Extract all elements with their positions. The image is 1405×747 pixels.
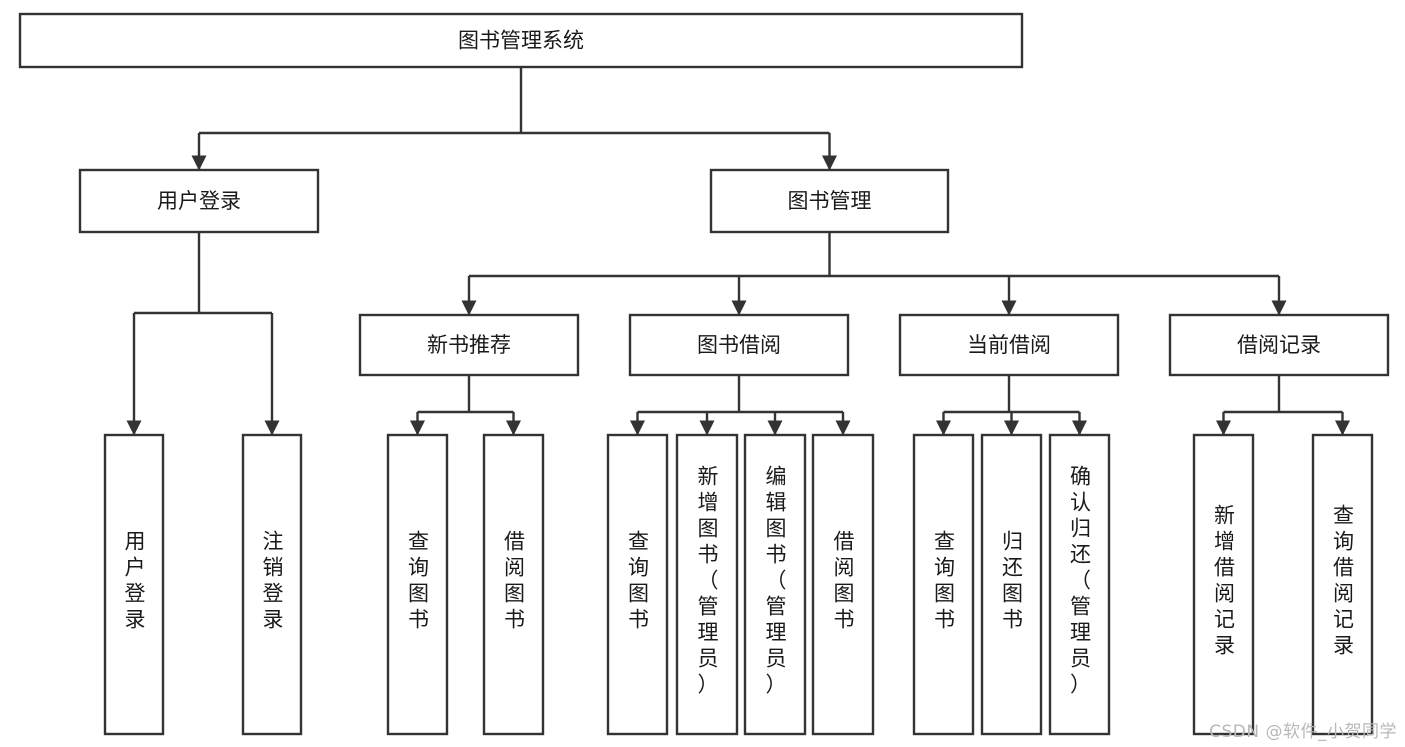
node-l3-0-label: 新书推荐 (427, 333, 511, 357)
node-leaf-0-label: 用户登录 (125, 530, 146, 632)
csdn-watermark: CSDN @软件_小贺同学 (1209, 722, 1397, 742)
node-leaf-8-rect (912, 433, 975, 736)
node-leaf-2-rect (386, 433, 449, 736)
node-leaf-12-label: 查询借阅记录 (1333, 504, 1354, 658)
node-leaf-4[interactable]: 查询图书 (606, 433, 669, 736)
node-leaf-5-label: 新增图书（管理员） (698, 465, 719, 697)
node-leaf-5[interactable]: 新增图书（管理员） (675, 433, 739, 736)
node-leaf-9[interactable]: 归还图书 (980, 433, 1043, 736)
edge-book-mgmt-arrow-1 (731, 300, 747, 316)
node-l3-1-rect (628, 313, 850, 377)
node-leaf-6-rect (743, 433, 807, 736)
node-leaf-2[interactable]: 查询图书 (386, 433, 449, 736)
edge-l3-2-arrow-2 (1072, 420, 1087, 436)
node-leaf-11-rect (1192, 433, 1255, 736)
node-leaf-5-rect (675, 433, 739, 736)
node-leaf-0-rect (103, 433, 165, 736)
node-root-图书管理系统-label: 图书管理系统 (458, 29, 584, 53)
node-l3-3[interactable]: 借阅记录 (1168, 313, 1390, 377)
node-leaf-6[interactable]: 编辑图书（管理员） (743, 433, 807, 736)
edges-layer (126, 67, 1350, 436)
edge-book-mgmt-arrow-2 (1001, 300, 1017, 316)
node-l3-3-label: 借阅记录 (1237, 333, 1321, 357)
node-leaf-8[interactable]: 查询图书 (912, 433, 975, 736)
node-leaf-4-label: 查询图书 (628, 530, 649, 632)
node-l2-1[interactable]: 图书管理 (709, 168, 950, 234)
edge-l3-1-arrow-2 (767, 420, 783, 436)
edge-l3-3-arrow-0 (1216, 420, 1231, 436)
edge-l3-0-arrow-0 (410, 420, 425, 436)
node-leaf-3[interactable]: 借阅图书 (482, 433, 545, 736)
edge-l3-1-arrow-1 (699, 420, 715, 436)
node-l3-2[interactable]: 当前借阅 (898, 313, 1120, 377)
node-l3-1[interactable]: 图书借阅 (628, 313, 850, 377)
edge-l3-1-arrow-3 (835, 420, 851, 436)
edge-l3-2-arrow-1 (1004, 420, 1019, 436)
edge-l3-3-arrow-1 (1335, 420, 1350, 436)
node-l3-2-label: 当前借阅 (967, 333, 1051, 357)
node-l2-0[interactable]: 用户登录 (78, 168, 320, 234)
node-leaf-10[interactable]: 确认归还（管理员） (1048, 433, 1111, 736)
node-leaf-7[interactable]: 借阅图书 (811, 433, 875, 736)
node-leaf-3-label: 借阅图书 (504, 530, 525, 632)
node-leaf-1-label: 注销登录 (263, 530, 284, 632)
edge-user-login-arrow-1 (264, 420, 280, 436)
node-l3-1-label: 图书借阅 (697, 333, 781, 357)
node-leaf-10-rect (1048, 433, 1111, 736)
edge-l3-2-arrow-0 (936, 420, 951, 436)
boxes-layer: 图书管理系统用户登录图书管理新书推荐图书借阅当前借阅借阅记录用户登录注销登录查询… (18, 12, 1390, 736)
node-leaf-4-rect (606, 433, 669, 736)
node-leaf-3-rect (482, 433, 545, 736)
node-leaf-12[interactable]: 查询借阅记录 (1311, 433, 1374, 736)
node-root-图书管理系统-rect (18, 12, 1024, 69)
node-leaf-12-rect (1311, 433, 1374, 736)
edge-l3-0-arrow-1 (506, 420, 521, 436)
edge-user-login-arrow-0 (126, 420, 142, 436)
node-leaf-2-label: 查询图书 (408, 530, 429, 632)
node-leaf-9-rect (980, 433, 1043, 736)
node-l2-1-label: 图书管理 (788, 189, 872, 213)
node-leaf-7-label: 借阅图书 (834, 530, 855, 632)
node-leaf-7-rect (811, 433, 875, 736)
node-l2-0-rect (78, 168, 320, 234)
node-leaf-1-rect (241, 433, 303, 736)
node-l3-3-rect (1168, 313, 1390, 377)
node-leaf-11[interactable]: 新增借阅记录 (1192, 433, 1255, 736)
edge-book-mgmt-arrow-0 (461, 300, 477, 316)
edge-root-arrow-0 (191, 155, 207, 171)
node-leaf-6-label: 编辑图书（管理员） (766, 465, 787, 697)
node-leaf-11-label: 新增借阅记录 (1214, 504, 1235, 658)
node-leaf-9-label: 归还图书 (1002, 530, 1023, 632)
node-l3-0[interactable]: 新书推荐 (358, 313, 580, 377)
node-leaf-0[interactable]: 用户登录 (103, 433, 165, 736)
node-leaf-8-label: 查询图书 (934, 530, 955, 632)
edge-book-mgmt-arrow-3 (1271, 300, 1287, 316)
edge-l3-1-arrow-0 (630, 420, 645, 436)
node-l2-0-label: 用户登录 (157, 189, 241, 213)
node-leaf-10-label: 确认归还（管理员） (1070, 465, 1091, 697)
node-l2-1-rect (709, 168, 950, 234)
edge-root-arrow-1 (822, 155, 837, 171)
node-leaf-1[interactable]: 注销登录 (241, 433, 303, 736)
node-l3-0-rect (358, 313, 580, 377)
node-l3-2-rect (898, 313, 1120, 377)
node-root-图书管理系统[interactable]: 图书管理系统 (18, 12, 1024, 69)
